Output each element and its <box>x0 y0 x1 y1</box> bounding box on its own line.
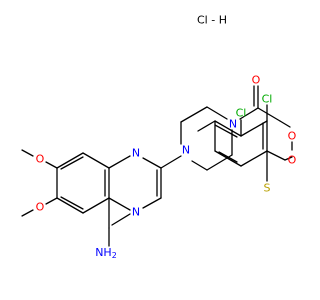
structure-canvas: O O N N N N NH2 O O Cl Cl O S Cl - H <box>21 13 297 260</box>
atom-labels: O O N N N N NH2 O O Cl Cl O S Cl - H <box>36 14 297 260</box>
atom-o-carbonyl: O <box>252 74 261 87</box>
bonds <box>21 85 293 247</box>
atom-n-quinazoline-1: N <box>132 147 140 160</box>
molecule-diagram <box>21 85 293 247</box>
atom-n-piperazine-right: N <box>229 118 237 131</box>
atom-s-thiophene: S <box>264 182 271 195</box>
atom-cl-2: Cl <box>262 93 273 106</box>
salt-label-hcl: Cl - H <box>197 14 227 27</box>
atom-o-methoxy-bottom: O <box>36 201 45 214</box>
atom-o-ketone: O <box>288 154 297 167</box>
aryl-bonds <box>197 104 293 182</box>
atom-n-quinazoline-3: N <box>132 206 140 219</box>
atom-o-methoxy-top: O <box>36 153 45 166</box>
atom-nh2: NH2 <box>95 246 117 260</box>
atom-cl-1: Cl <box>236 107 247 120</box>
atom-n-piperazine-left: N <box>182 144 190 157</box>
atom-o-ether: O <box>288 130 297 143</box>
